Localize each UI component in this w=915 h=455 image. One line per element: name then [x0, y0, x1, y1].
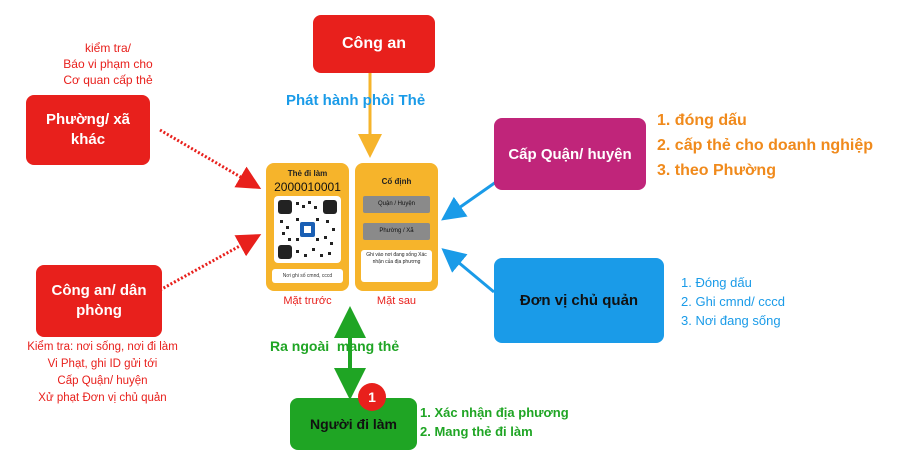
- step-badge: 1: [358, 383, 386, 411]
- list-item: 2. cấp thẻ cho doanh nghiệp: [657, 137, 874, 154]
- card-back-note: Ghi vào nơi đang sống Xác nhận của địa p…: [361, 250, 432, 282]
- card-back-title: Cố định: [381, 177, 412, 186]
- arrow-dan-phong-to-card: [159, 234, 262, 292]
- qr-code-icon: [274, 196, 341, 263]
- cap-quan-list: 1. đóng dấu 2. cấp thẻ cho doanh nghiệp …: [657, 108, 873, 183]
- card-front-title: Thẻ đi làm: [287, 169, 328, 178]
- list-item: 1. Đóng dấu: [681, 275, 752, 290]
- list-item: 1. Xác nhận địa phương: [420, 405, 569, 420]
- cap-quan-label: Cấp Quận/ huyện: [508, 145, 632, 163]
- phuong-xa-note: kiểm tra/ Báo vi phạm cho Cơ quan cấp th…: [63, 41, 153, 87]
- card-front-number: 2000010001: [274, 180, 341, 194]
- list-item: 1. đóng dấu: [657, 112, 747, 129]
- arrow-don-vi-to-card: [441, 248, 495, 294]
- card-front-label: Mặt trước: [283, 295, 332, 307]
- phat-hanh-label: Phát hành phôi Thẻ: [286, 92, 426, 109]
- cong-an-box: Công an: [313, 15, 435, 73]
- don-vi-box: Đơn vị chủ quản: [494, 258, 664, 343]
- card-front: Thẻ đi làm 2000010001 Nơi ghi số cmnd, c…: [266, 163, 349, 291]
- card-back-field-ward: Phường / Xã: [363, 223, 430, 240]
- cong-an-dan-phong-label: Công an/ dân phòng: [51, 282, 147, 319]
- arrow-phuong-to-card: [159, 128, 262, 190]
- cap-quan-box: Cấp Quận/ huyện: [494, 118, 646, 190]
- ra-ngoai-label: Ra ngoài mang thẻ: [270, 338, 400, 354]
- don-vi-list: 1. Đóng dấu 2. Ghi cmnd/ cccd 3. Nơi đan…: [681, 273, 785, 330]
- cong-an-dan-phong-box: Công an/ dân phòng: [36, 265, 162, 337]
- cong-an-note: Kiểm tra: nơi sống, nơi đi làm Vi Phạt, …: [27, 341, 178, 404]
- phuong-xa-label: Phường/ xã khác: [45, 111, 131, 148]
- nguoi-di-lam-list: 1. Xác nhận địa phương 2. Mang thẻ đi là…: [420, 403, 569, 441]
- list-item: 3. theo Phường: [657, 162, 776, 179]
- card-back-field-district: Quận / Huyện: [363, 196, 430, 213]
- list-item: 3. Nơi đang sống: [681, 313, 781, 328]
- phuong-xa-box: Phường/ xã khác: [26, 95, 150, 165]
- don-vi-label: Đơn vị chủ quản: [519, 292, 639, 309]
- card-back-label: Mặt sau: [376, 295, 417, 307]
- card-back: Cố định Quận / Huyện Phường / Xã Ghi vào…: [355, 163, 438, 291]
- list-item: 2. Ghi cmnd/ cccd: [681, 294, 786, 309]
- cong-an-label: Công an: [342, 35, 406, 52]
- card-front-footer: Nơi ghi số cmnd, cccd: [272, 269, 343, 283]
- list-item: 2. Mang thẻ đi làm: [420, 424, 533, 439]
- nguoi-di-lam-box: Người đi làm: [290, 398, 417, 450]
- arrow-quan-to-card: [441, 180, 497, 221]
- nguoi-di-lam-label: Người đi làm: [310, 416, 397, 432]
